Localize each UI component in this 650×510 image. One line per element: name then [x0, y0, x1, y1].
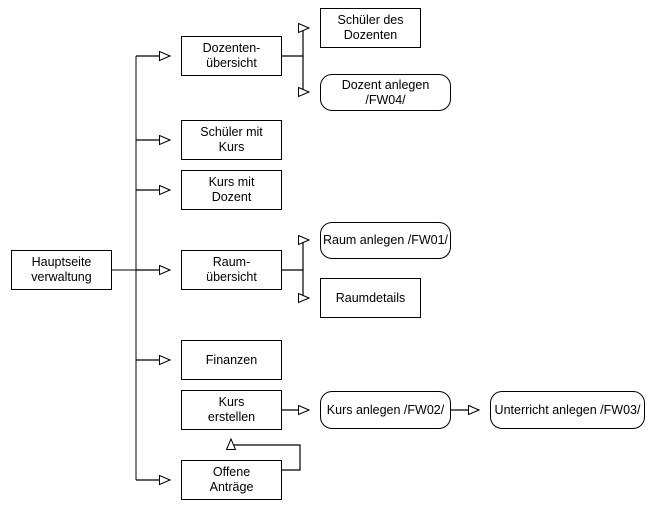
node-schueler-mit-kurs[interactable]: Schüler mit Kurs: [181, 120, 282, 160]
node-kurs-erstellen[interactable]: Kurs erstellen: [181, 390, 282, 430]
node-label: Offene Anträge: [209, 465, 254, 494]
node-label: Raumdetails: [335, 290, 406, 305]
edge-to-schueler-des-dozenten: [282, 28, 309, 57]
node-label: Hauptseite verwaltung: [31, 255, 92, 284]
node-raum-uebersicht[interactable]: Raum- übersicht: [181, 250, 282, 290]
edge-to-raumdetails: [303, 270, 309, 298]
node-label: Schüler mit Kurs: [200, 125, 263, 154]
node-label: Kurs anlegen /FW02/: [326, 402, 445, 417]
node-raumdetails[interactable]: Raumdetails: [320, 278, 421, 318]
node-label: Dozenten- übersicht: [202, 41, 261, 70]
node-finanzen[interactable]: Finanzen: [181, 340, 282, 380]
node-dozent-anlegen-fw04[interactable]: Dozent anlegen /FW04/: [320, 74, 451, 111]
edge-to-raum-anlegen: [282, 240, 309, 271]
node-hauptseite-verwaltung[interactable]: Hauptseite verwaltung: [11, 250, 112, 290]
node-raum-anlegen-fw01[interactable]: Raum anlegen /FW01/: [320, 222, 451, 259]
node-label: Raum- übersicht: [206, 255, 257, 284]
node-unterricht-anlegen-fw03[interactable]: Unterricht anlegen /FW03/: [490, 391, 645, 429]
edge-offene-antraege-to-kurs-erstellen: [231, 439, 301, 471]
edge-to-dozent-anlegen: [303, 56, 309, 92]
node-label: Dozent anlegen /FW04/: [341, 77, 430, 107]
node-label: Kurs mit Dozent: [208, 175, 255, 204]
node-kurs-anlegen-fw02[interactable]: Kurs anlegen /FW02/: [320, 391, 451, 429]
node-kurs-mit-dozent[interactable]: Kurs mit Dozent: [181, 170, 282, 210]
node-label: Kurs erstellen: [207, 395, 256, 424]
node-label: Raum anlegen /FW01/: [322, 233, 449, 247]
node-offene-antraege[interactable]: Offene Anträge: [181, 460, 282, 500]
node-dozenten-uebersicht[interactable]: Dozenten- übersicht: [181, 36, 282, 76]
node-label: Finanzen: [205, 352, 258, 367]
node-schueler-des-dozenten[interactable]: Schüler des Dozenten: [320, 8, 421, 48]
node-label: Unterricht anlegen /FW03/: [494, 402, 641, 417]
node-label: Schüler des Dozenten: [337, 13, 404, 42]
